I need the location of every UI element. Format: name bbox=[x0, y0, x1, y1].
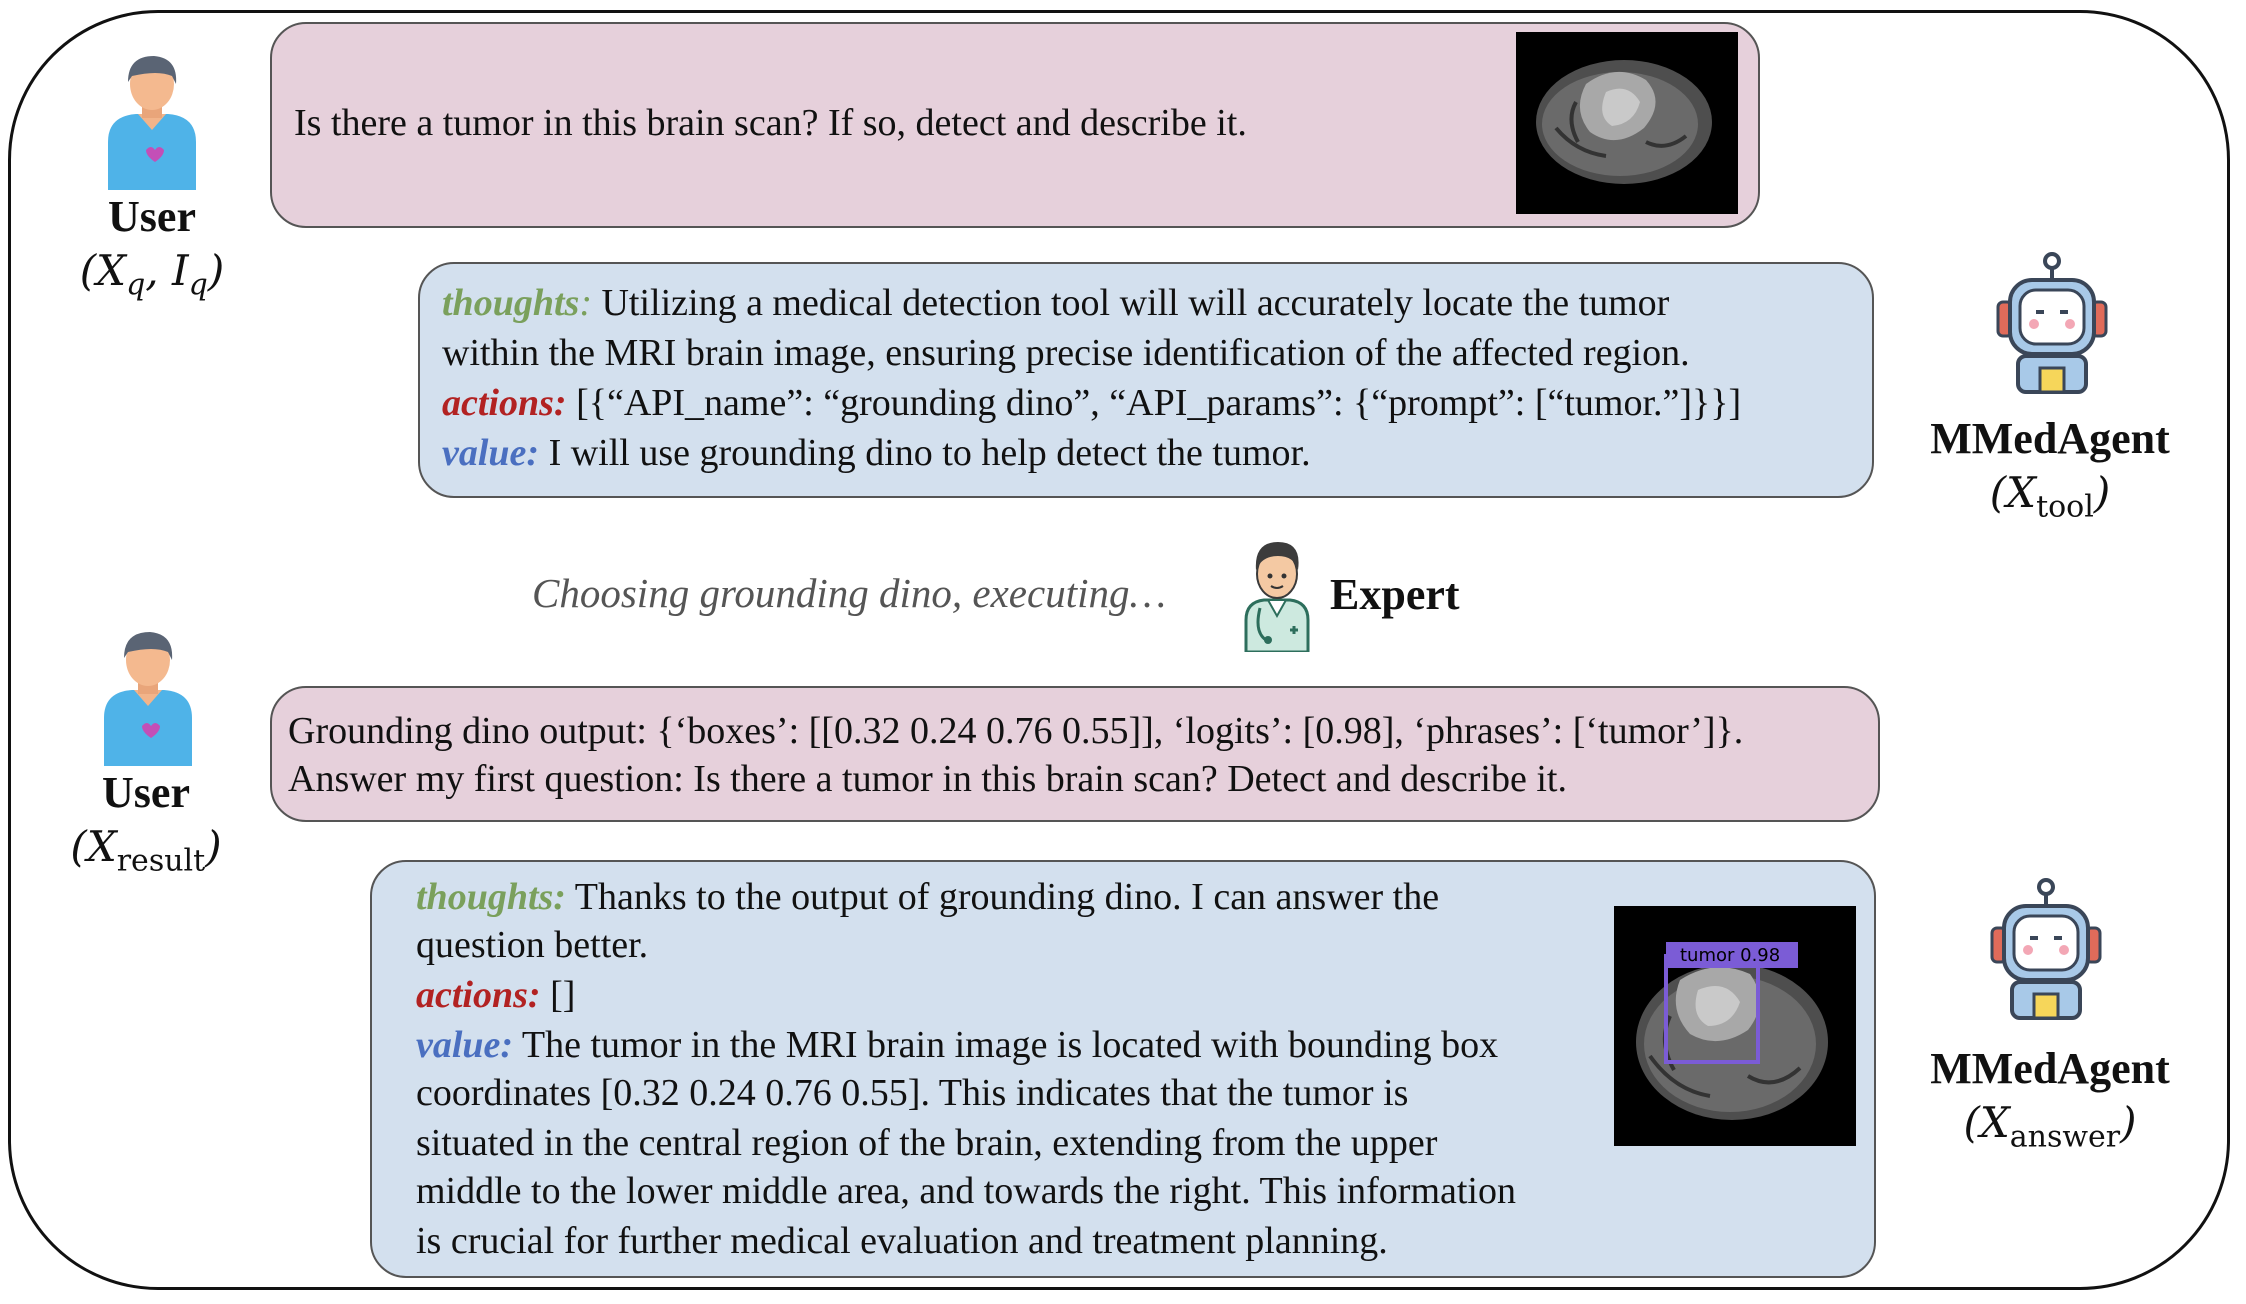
brain-scan-image bbox=[1516, 32, 1738, 214]
diagram-frame bbox=[8, 10, 2230, 1290]
value-line-5: is crucial for further medical evaluatio… bbox=[416, 1220, 1388, 1262]
value-line-3: situated in the central region of the br… bbox=[416, 1122, 1438, 1164]
user-result-label: User (Xresult) bbox=[36, 766, 256, 888]
thoughts-line-1: thoughts: Thanks to the output of ground… bbox=[416, 876, 1440, 918]
expert-status-text: Choosing grounding dino, executing… bbox=[532, 570, 1166, 616]
user-name: User bbox=[102, 768, 190, 817]
value-text: I will use grounding dino to help detect… bbox=[539, 432, 1311, 474]
bbox-label: tumor 0.98 bbox=[1680, 945, 1780, 966]
expert-name: Expert bbox=[1330, 570, 1460, 619]
actions-value: [] bbox=[540, 974, 576, 1016]
thoughts-keyword: thoughts: bbox=[416, 876, 566, 918]
agent-answer-label: MMedAgent (Xanswer) bbox=[1900, 1042, 2200, 1164]
value-line: value: I will use grounding dino to help… bbox=[442, 428, 1311, 478]
agent-name: MMedAgent bbox=[1930, 414, 2170, 463]
value-line-4: middle to the lower middle area, and tow… bbox=[416, 1170, 1516, 1212]
value-line-2: coordinates [0.32 0.24 0.76 0.55]. This … bbox=[416, 1072, 1409, 1114]
value-keyword: value: bbox=[442, 432, 540, 474]
user-query-text: Is there a tumor in this brain scan? If … bbox=[294, 102, 1247, 144]
agent-tool-label: MMedAgent (Xtool) bbox=[1900, 412, 2200, 534]
user-notation: (Xq, Iq) bbox=[79, 246, 225, 303]
followup-question-line: Answer my first question: Is there a tum… bbox=[288, 758, 1567, 800]
user-result-bubble: Grounding dino output: {‘boxes’: [[0.32 … bbox=[270, 686, 1880, 822]
robot-icon bbox=[1996, 252, 2108, 394]
actions-value: [{“API_name”: “grounding dino”, “API_par… bbox=[566, 382, 1742, 424]
colon: : bbox=[579, 282, 592, 324]
value-keyword: value: bbox=[416, 1024, 514, 1066]
user-name: User bbox=[108, 192, 196, 241]
user-result-notation: (Xresult) bbox=[70, 822, 222, 879]
thoughts-line-2: within the MRI brain image, ensuring pre… bbox=[442, 332, 1690, 374]
agent-tool-notation: (Xtool) bbox=[1989, 468, 2111, 525]
thoughts-line-1: thoughts: Utilizing a medical detection … bbox=[442, 282, 1670, 324]
agent-answer-bubble: thoughts: Thanks to the output of ground… bbox=[370, 860, 1876, 1278]
user-query-bubble: Is there a tumor in this brain scan? If … bbox=[270, 22, 1760, 228]
robot-icon bbox=[1990, 878, 2102, 1020]
actions-line: actions: [{“API_name”: “grounding dino”,… bbox=[442, 378, 1741, 428]
actions-line: actions: [] bbox=[416, 970, 575, 1020]
user-icon bbox=[108, 56, 196, 190]
actions-keyword: actions: bbox=[442, 382, 567, 424]
thoughts-keyword: thoughts bbox=[442, 282, 580, 324]
actions-keyword: actions: bbox=[416, 974, 541, 1016]
user-label: User (Xq, Iq) bbox=[52, 190, 252, 312]
value-line-1: value: The tumor in the MRI brain image … bbox=[416, 1024, 1499, 1066]
agent-name: MMedAgent bbox=[1930, 1044, 2170, 1093]
agent-tool-bubble: thoughts: Utilizing a medical detection … bbox=[418, 262, 1874, 498]
user-icon bbox=[104, 632, 192, 766]
agent-answer-notation: (Xanswer) bbox=[1963, 1098, 2137, 1155]
thoughts-line-2: question better. bbox=[416, 924, 649, 966]
brain-scan-detection-image: tumor 0.98 bbox=[1614, 906, 1856, 1146]
grounding-output-line: Grounding dino output: {‘boxes’: [[0.32 … bbox=[288, 710, 1744, 752]
doctor-icon bbox=[1244, 542, 1310, 652]
